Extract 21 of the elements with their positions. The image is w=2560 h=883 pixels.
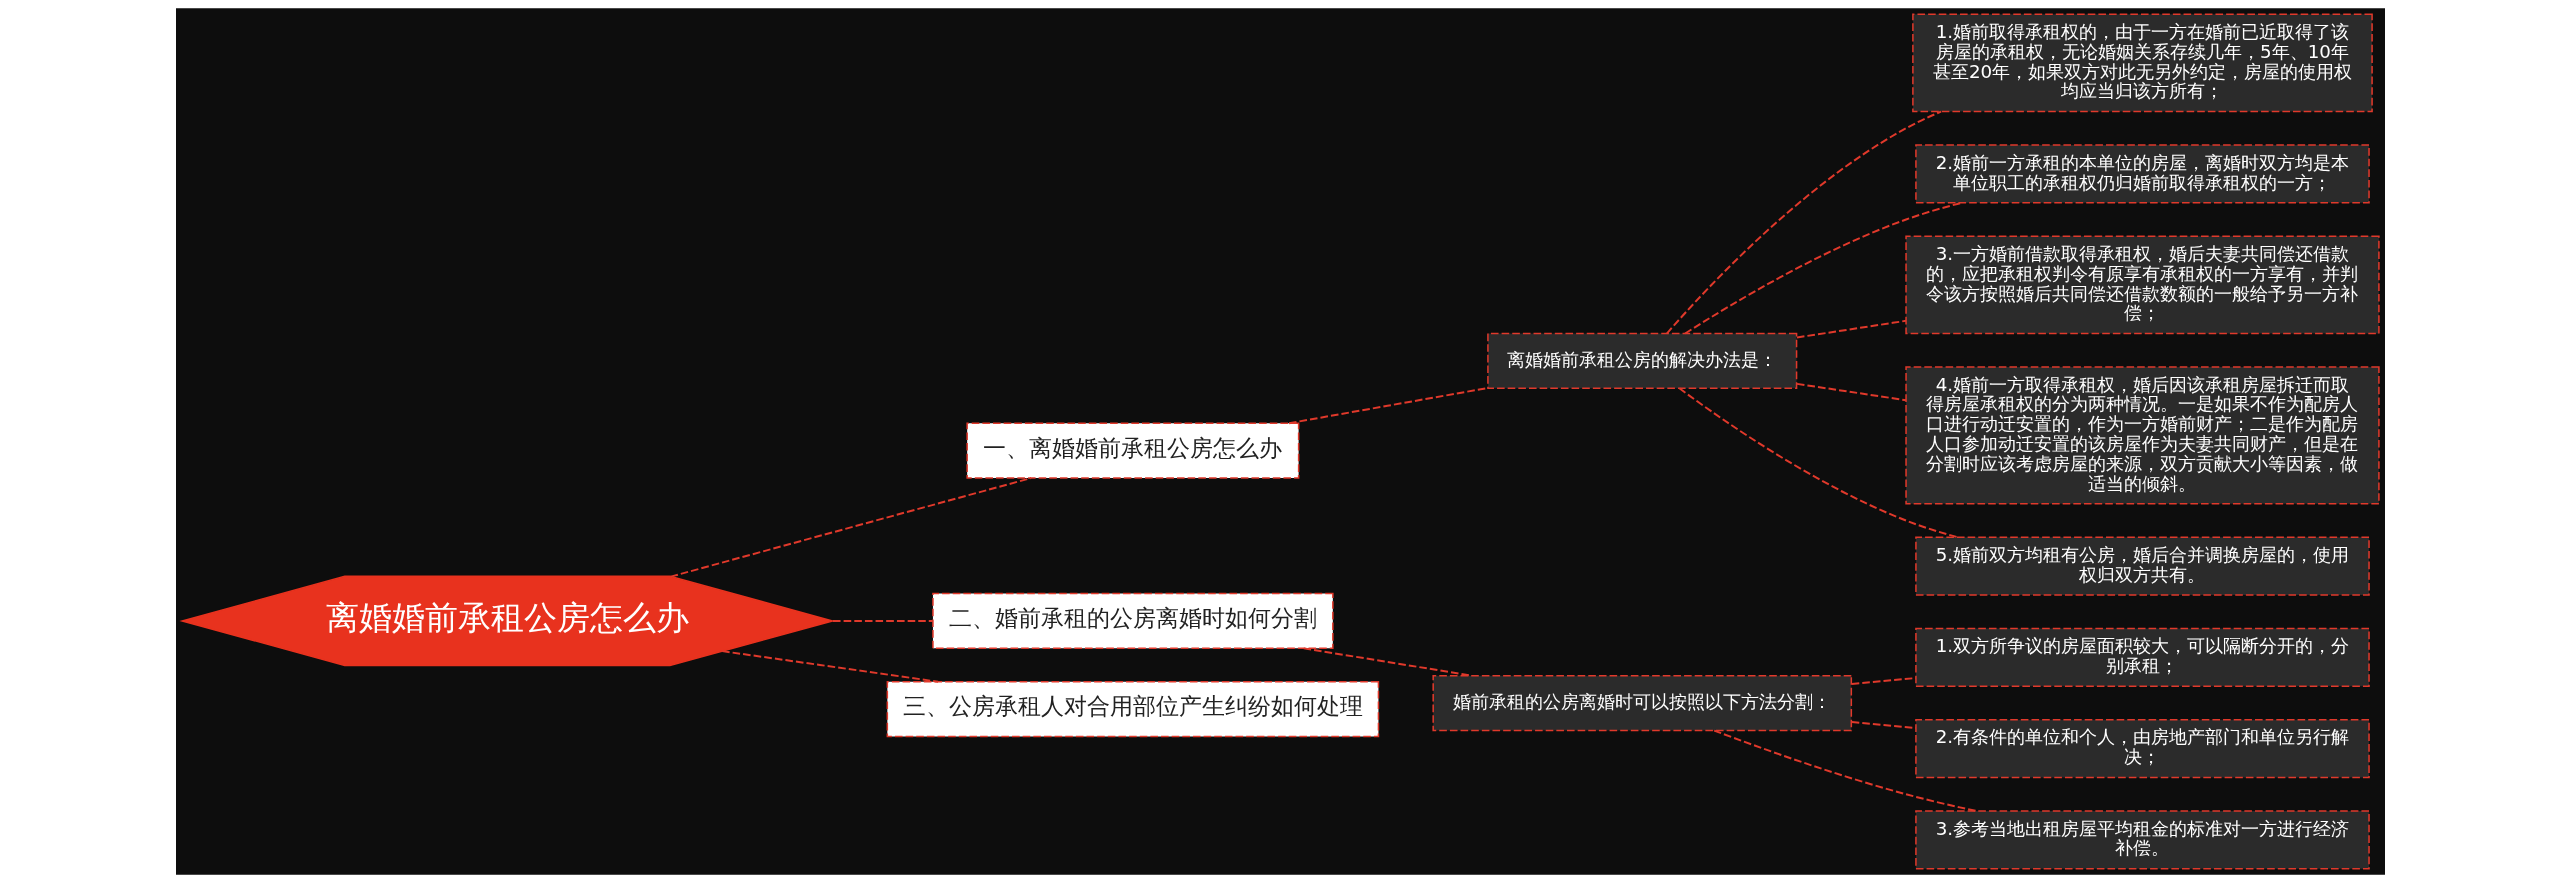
connector	[669, 477, 1032, 578]
node-box: 2.有条件的单位和个人，由房地产部门和单位另行解决；	[1914, 719, 2370, 779]
node-box: 4.婚前一方取得承租权，婚后因该承租房屋拆迁而取得房屋承租权的分为两种情况。一是如果不作为配房人口进行动迁安置的，作为一方婚前财产；二是作为配房人口参加动迁安置的该房屋作为夫妻共同财产，但是在分割时应该考虑房屋的来源，双方贡献大小等因素，做适当的倾斜。	[1904, 366, 2380, 505]
node-box: 3.一方婚前借款取得承租权，婚后夫妻共同偿还借款的，应把承租权判令有原享有承租权的一方享有，并判令该方按照婚后共同偿还借款数额的一般给予另一方补偿；	[1904, 235, 2380, 335]
connector	[1795, 319, 1907, 339]
node-box: 婚前承租的公房离婚时可以按照以下方法分割：	[1431, 674, 1852, 732]
connector	[831, 619, 934, 622]
node-box: 三、公房承租人对合用部位产生纠纷如何处理	[886, 680, 1379, 738]
node-box: 1.婚前取得承租权的，由于一方在婚前已近取得了该房屋的承租权，无论婚姻关系存续几年，5年、10年甚至20年，如果双方对此无另外约定，房屋的使用权均应当归该方所有；	[1911, 13, 2373, 113]
node-box: 2.婚前一方承租的本单位的房屋，离婚时双方均是本单位职工的承租权仍归婚前取得承租权的一方；	[1914, 144, 2370, 204]
node-box: 3.参考当地出租房屋平均租金的标准对一方进行经济补偿。	[1914, 810, 2370, 870]
node-box: 二、婚前承租的公房离婚时如何分割	[931, 592, 1334, 650]
connector	[1712, 729, 1977, 812]
node-box: 一、离婚婚前承租公房怎么办	[965, 422, 1299, 479]
connector	[1850, 677, 1917, 685]
connector	[1795, 382, 1907, 402]
node-box: 1.双方所争议的房屋面积较大，可以隔断分开的，分别承租；	[1914, 627, 2370, 688]
node-box: 5.婚前双方均租有公房，婚后合并调换房屋的，使用权归双方共有。	[1914, 536, 2370, 596]
connector	[720, 650, 939, 683]
connector	[1850, 721, 1917, 729]
node-box: 离婚婚前承租公房的解决办法是：	[1486, 332, 1797, 390]
